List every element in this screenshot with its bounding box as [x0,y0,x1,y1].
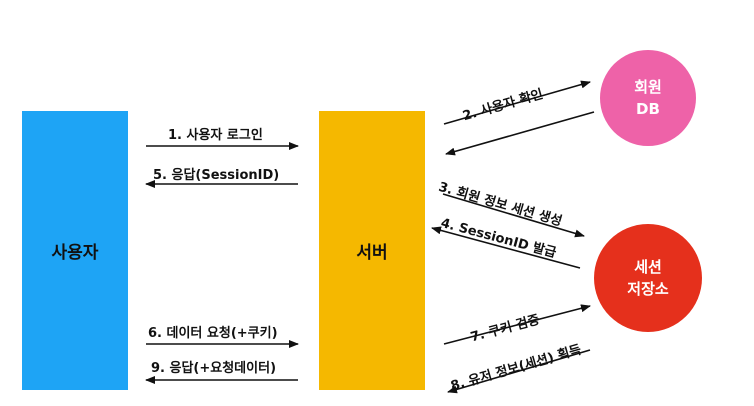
step6-label: 6. 데이터 요청(+쿠키) [148,326,278,341]
arrow-step8 [447,349,591,394]
member-db-label-line1: 회원 [634,78,662,96]
arrow-step2-return [445,111,595,156]
server-box: 서버 [319,111,425,390]
server-label: 서버 [356,243,388,263]
session-store-label-line2: 저장소 [627,280,669,298]
member-db-label-line2: DB [636,100,660,118]
arrow-step2 [443,80,591,125]
member-db-node: 회원 DB [600,50,696,146]
session-store-label-line1: 세션 [634,258,662,276]
arrow-step3 [442,193,585,238]
user-box: 사용자 [22,111,128,390]
arrow-step7 [443,304,591,345]
step1-label: 1. 사용자 로그인 [168,128,263,143]
step9-label: 9. 응답(+요청데이터) [151,361,277,376]
user-label: 사용자 [51,243,99,263]
arrow-step4 [431,226,581,269]
step5-label: 5. 응답(SessionID) [153,168,280,183]
session-store-node: 세션 저장소 [594,224,702,332]
